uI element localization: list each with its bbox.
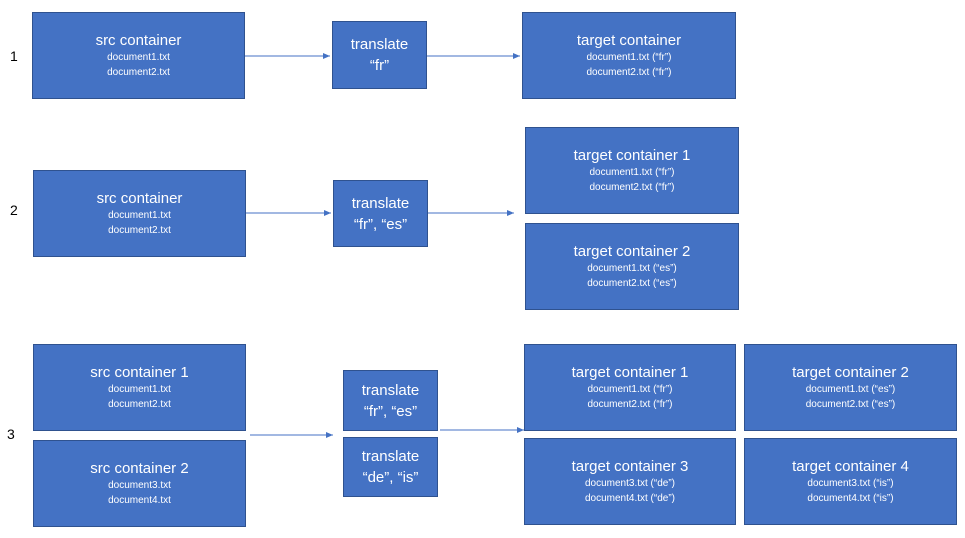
box-line: document2.txt — [108, 398, 171, 410]
box-line: document4.txt — [108, 494, 171, 506]
translate-box: translate “fr”, “es” — [333, 180, 428, 247]
box-line: document1.txt (“fr”) — [589, 166, 675, 178]
box-title: src container 2 — [90, 459, 189, 477]
target-container-1-box: target container 1 document1.txt (“fr”) … — [524, 344, 736, 431]
box-line: document4.txt (“de”) — [584, 492, 676, 504]
box-line: document1.txt — [108, 383, 171, 395]
box-title: src container — [95, 31, 182, 49]
src-container-2-box: src container 2 document3.txt document4.… — [33, 440, 246, 527]
box-line: document1.txt — [107, 51, 170, 63]
box-line: document2.txt (“es”) — [587, 277, 677, 289]
box-title: target container — [576, 31, 682, 49]
box-language-list: “fr”, “es” — [363, 402, 418, 420]
src-container-box: src container document1.txt document2.tx… — [32, 12, 245, 99]
box-line: document2.txt (“fr”) — [589, 181, 675, 193]
box-language-list: “fr” — [369, 57, 390, 74]
box-line: document1.txt (“es”) — [587, 262, 677, 274]
row-number-1: 1 — [10, 48, 18, 64]
box-title: target container 2 — [792, 363, 909, 381]
src-container-1-box: src container 1 document1.txt document2.… — [33, 344, 246, 431]
target-container-box: target container document1.txt (“fr”) do… — [522, 12, 736, 99]
box-title: target container 2 — [573, 242, 691, 260]
translate-box: translate “fr” — [332, 21, 427, 89]
box-line: document2.txt (“fr”) — [586, 66, 672, 78]
box-title: src container 1 — [90, 363, 189, 381]
row-number-2: 2 — [10, 202, 18, 218]
target-container-4-box: target container 4 document3.txt (“is”) … — [744, 438, 957, 525]
target-container-1-box: target container 1 document1.txt (“fr”) … — [525, 127, 739, 214]
box-line: document2.txt (“es”) — [805, 398, 896, 410]
box-language-list: “fr”, “es” — [353, 215, 408, 233]
box-title: src container — [96, 189, 183, 207]
box-title: translate — [361, 448, 420, 465]
target-container-3-box: target container 3 document3.txt (“de”) … — [524, 438, 736, 525]
box-line: document2.txt (“fr”) — [587, 398, 673, 410]
box-title: target container 1 — [573, 146, 691, 164]
box-title: translate — [351, 194, 410, 212]
box-line: document3.txt (“de”) — [584, 477, 676, 489]
translate-box-1: translate “fr”, “es” — [343, 370, 438, 431]
box-title: translate — [361, 381, 420, 399]
src-container-box: src container document1.txt document2.tx… — [33, 170, 246, 257]
box-line: document1.txt — [108, 209, 171, 221]
box-line: document3.txt (“is”) — [807, 477, 894, 489]
box-language-list: “de”, “is” — [362, 469, 419, 486]
row-number-3: 3 — [7, 426, 15, 442]
box-line: document2.txt — [108, 224, 171, 236]
target-container-2-box: target container 2 document1.txt (“es”) … — [525, 223, 739, 310]
box-line: document3.txt — [108, 479, 171, 491]
target-container-2-box: target container 2 document1.txt (“es”) … — [744, 344, 957, 431]
box-line: document2.txt — [107, 66, 170, 78]
box-line: document1.txt (“es”) — [805, 383, 896, 395]
box-title: target container 4 — [792, 457, 909, 475]
box-line: document1.txt (“fr”) — [587, 383, 673, 395]
translate-box-2: translate “de”, “is” — [343, 437, 438, 497]
box-line: document4.txt (“is”) — [807, 492, 894, 504]
box-line: document1.txt (“fr”) — [586, 51, 672, 63]
box-title: translate — [350, 36, 409, 53]
box-title: target container 1 — [571, 363, 689, 381]
box-title: target container 3 — [571, 457, 689, 475]
